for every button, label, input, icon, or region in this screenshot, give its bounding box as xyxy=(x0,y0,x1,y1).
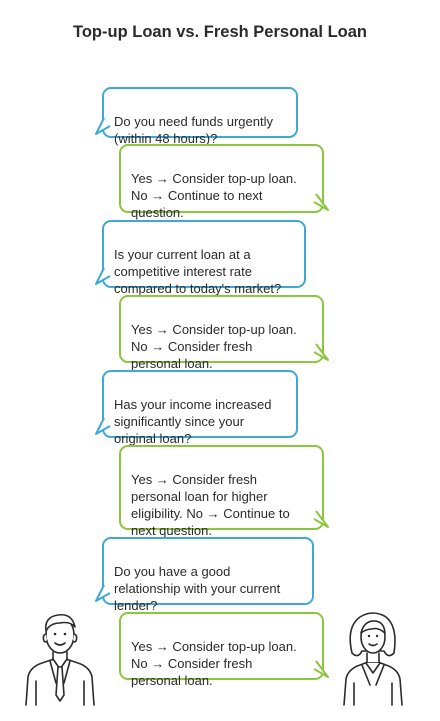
question-bubble-2-tail xyxy=(95,267,111,285)
woman-icon xyxy=(343,612,403,706)
question-bubble-1: Do you need funds urgently (within 48 ho… xyxy=(102,87,298,146)
question-text-1: Do you need funds urgently (within 48 ho… xyxy=(114,114,273,146)
question-bubble-2: Is your current loan at a competitive in… xyxy=(102,220,306,296)
answer-text-2: Yes → Consider top-up loan. No → Conside… xyxy=(131,322,297,371)
question-text-3: Has your income increased significantly … xyxy=(114,397,272,446)
question-text-2: Is your current loan at a competitive in… xyxy=(114,247,282,296)
answer-bubble-3: Yes → Consider fresh personal loan for h… xyxy=(119,445,324,538)
answer-text-4: Yes → Consider top-up loan. No → Conside… xyxy=(131,639,297,688)
answer-bubble-2: Yes → Consider top-up loan. No → Conside… xyxy=(119,295,324,371)
question-bubble-4-tail xyxy=(95,584,111,602)
answer-bubble-4-tail xyxy=(313,660,329,678)
question-bubble-1-tail xyxy=(95,117,111,135)
diagram-title: Top-up Loan vs. Fresh Personal Loan xyxy=(73,23,367,41)
question-bubble-4: Do you have a good relationship with you… xyxy=(102,537,314,613)
answer-text-1: Yes → Consider top-up loan. No → Continu… xyxy=(131,171,297,220)
answer-bubble-1-tail xyxy=(313,193,329,211)
answer-bubble-2-tail xyxy=(313,343,329,361)
question-bubble-3-tail xyxy=(95,417,111,435)
answer-text-3: Yes → Consider fresh personal loan for h… xyxy=(131,472,290,538)
man-icon xyxy=(25,613,95,706)
answer-bubble-4: Yes → Consider top-up loan. No → Conside… xyxy=(119,612,324,688)
question-bubble-3: Has your income increased significantly … xyxy=(102,370,298,446)
answer-bubble-3-tail xyxy=(313,510,329,528)
question-text-4: Do you have a good relationship with you… xyxy=(114,564,281,613)
answer-bubble-1: Yes → Consider top-up loan. No → Continu… xyxy=(119,144,324,220)
